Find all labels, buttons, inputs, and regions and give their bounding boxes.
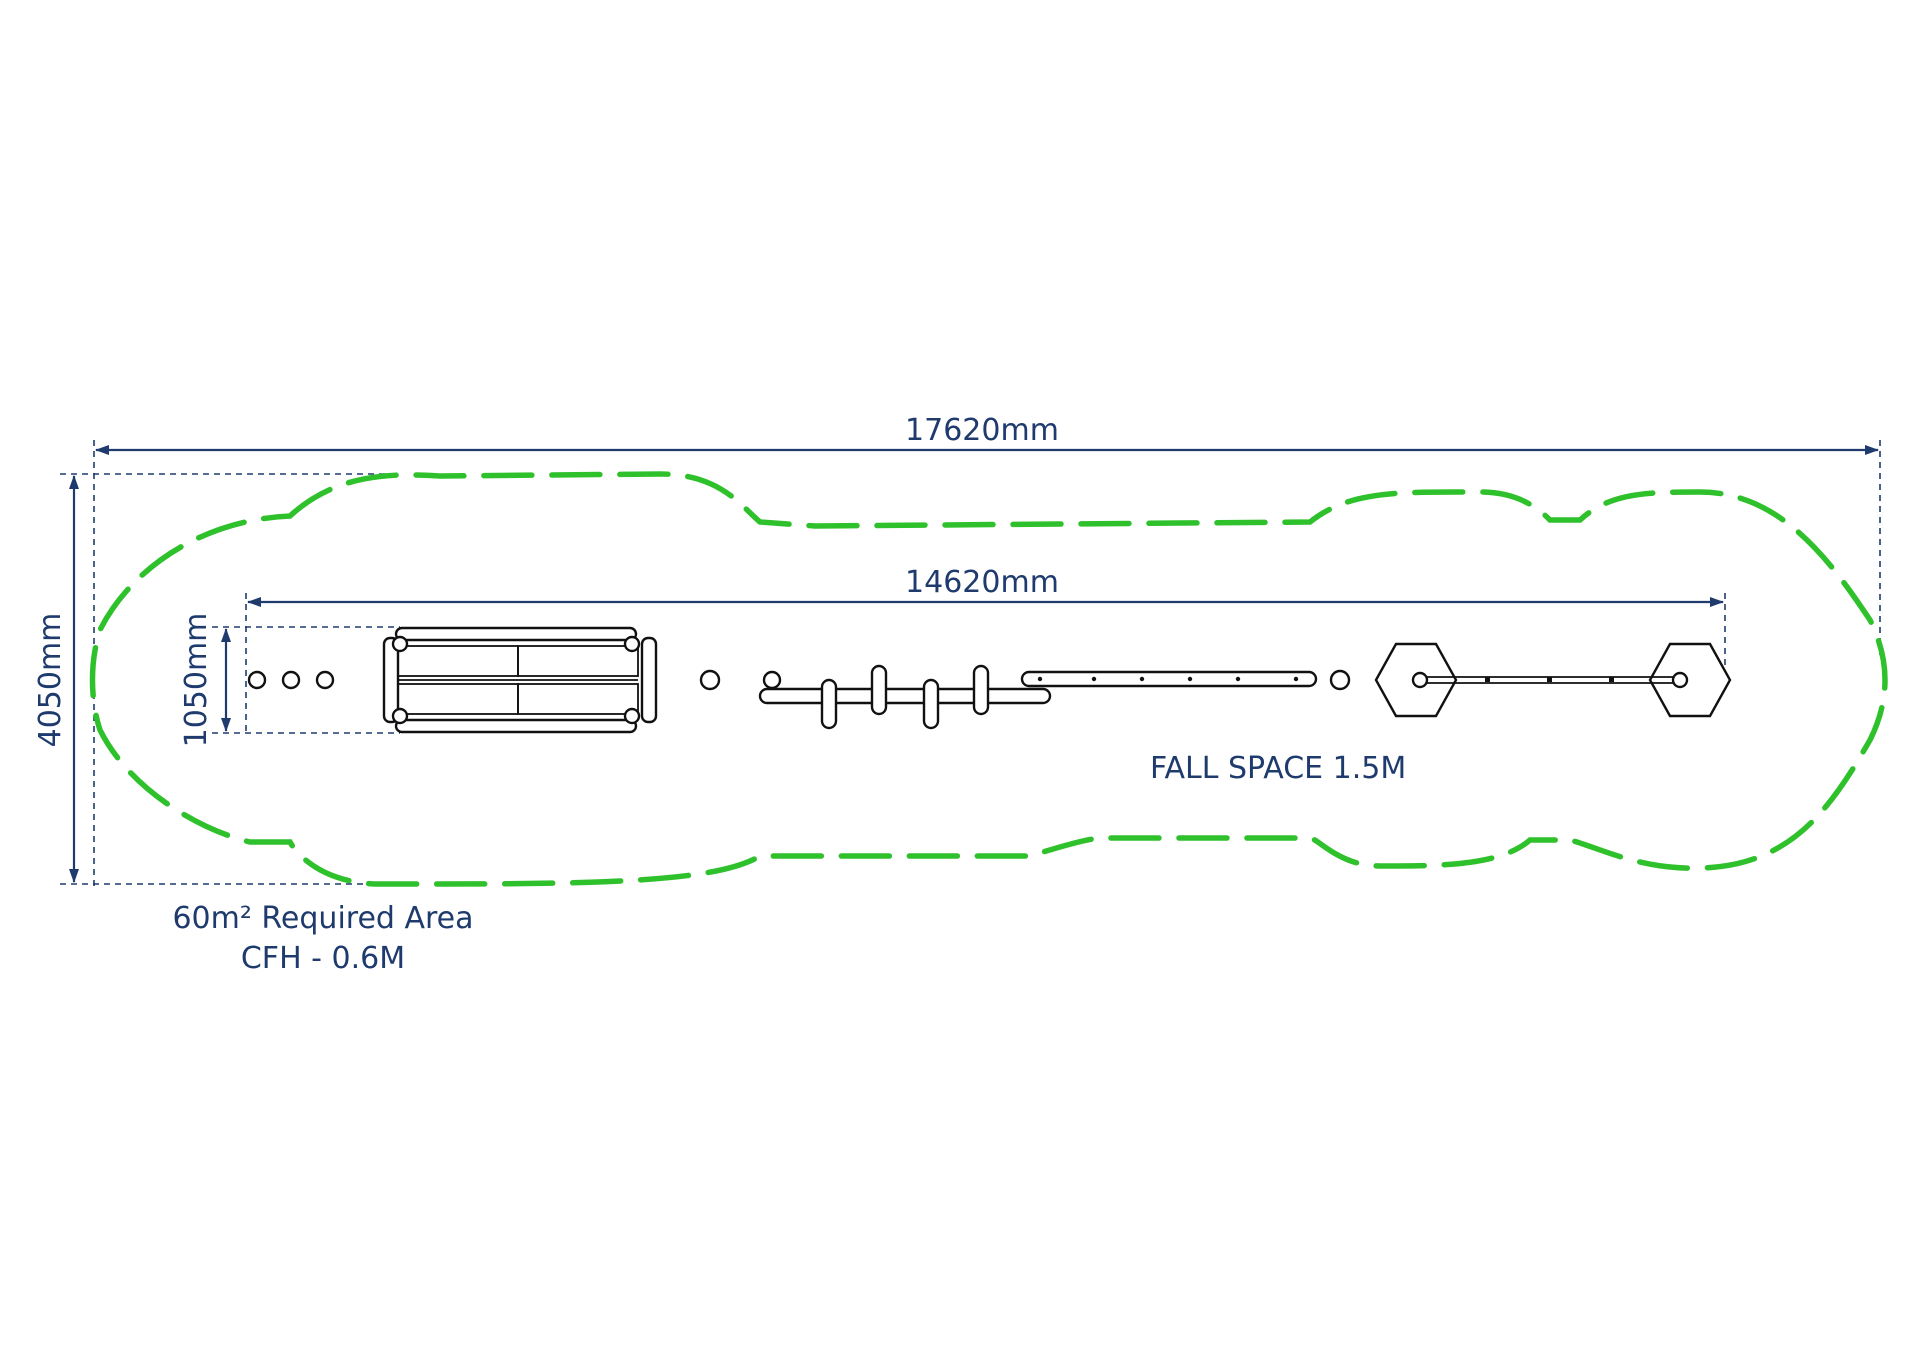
overall-width-dimension: 4050mm	[33, 473, 400, 885]
overall-length-label: 17620mm	[905, 413, 1059, 448]
cfh-note: CFH - 0.6M	[241, 941, 405, 976]
single-post-2	[1329, 669, 1351, 691]
balance-beam	[1020, 670, 1318, 688]
overall-width-label: 4050mm	[33, 613, 68, 748]
fall-space-note: FALL SPACE 1.5M	[1150, 751, 1406, 786]
equipment-length-dimension: 14620mm	[245, 565, 1726, 734]
single-post	[699, 669, 721, 691]
stepping-posts	[247, 670, 335, 690]
overall-length-dimension: 17620mm	[93, 413, 1881, 888]
equipment-length-label: 14620mm	[905, 565, 1059, 600]
required-area-note: 60m² Required Area	[172, 901, 473, 936]
stepping-logs	[758, 664, 1052, 730]
hexagon-platforms	[1374, 642, 1732, 718]
balance-frame	[382, 626, 658, 734]
equipment-width-dimension: 1050mm	[179, 613, 400, 748]
fall-space-outline	[89, 471, 1888, 887]
equipment-width-label: 1050mm	[179, 613, 214, 748]
